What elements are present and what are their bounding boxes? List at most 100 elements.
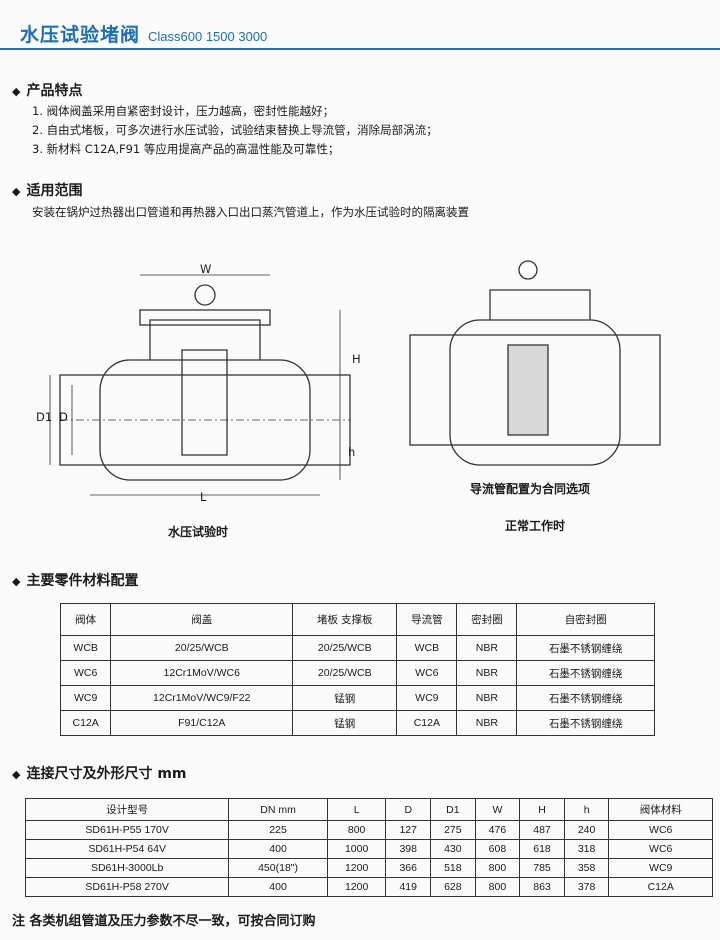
table-cell: 锰钢 bbox=[292, 710, 398, 736]
table-cell: 石墨不锈钢缠绕 bbox=[516, 710, 655, 736]
dim-d1-label: D1 bbox=[36, 410, 53, 424]
diamond-icon: ◆ bbox=[12, 575, 21, 588]
table-cell: NBR bbox=[456, 635, 518, 661]
table-cell: 1200 bbox=[326, 858, 387, 878]
dim-l-label: L bbox=[200, 490, 207, 504]
table-cell: C12A bbox=[608, 877, 713, 897]
table-cell: 导流管 bbox=[396, 603, 458, 636]
table-cell: WC6 bbox=[396, 660, 458, 686]
table-cell: 800 bbox=[326, 820, 387, 840]
table-cell: 阀盖 bbox=[110, 603, 294, 636]
table-cell: D1 bbox=[430, 798, 476, 821]
table-cell: NBR bbox=[456, 660, 518, 686]
scope-text: 安装在锅炉过热器出口管道和再热器入口出口蒸汽管道上，作为水压试验时的隔离装置 bbox=[32, 205, 469, 219]
table-cell: WC9 bbox=[59, 685, 112, 711]
table-cell: 20/25/WCB bbox=[292, 660, 398, 686]
table-cell: DN mm bbox=[228, 798, 328, 821]
table-cell: WC6 bbox=[608, 820, 713, 840]
table-cell: 阀体材料 bbox=[608, 798, 713, 821]
table-cell: 863 bbox=[519, 877, 565, 897]
table-cell: 225 bbox=[228, 820, 328, 840]
table-cell: 400 bbox=[228, 839, 328, 859]
table-cell: 366 bbox=[385, 858, 432, 878]
table-cell: NBR bbox=[456, 710, 518, 736]
table-cell: F91/C12A bbox=[110, 710, 294, 736]
table-cell: 476 bbox=[474, 820, 521, 840]
table-cell: WC6 bbox=[608, 839, 713, 859]
table-cell: WC9 bbox=[396, 685, 458, 711]
guide-tube-note: 导流管配置为合同选项 bbox=[470, 482, 591, 496]
features-heading: ◆产品特点 bbox=[12, 83, 83, 99]
table-cell: 1200 bbox=[326, 877, 387, 897]
table-cell: SD61H-P54 64V bbox=[24, 839, 230, 859]
table-cell: D bbox=[385, 798, 432, 821]
table-cell: H bbox=[519, 798, 565, 821]
normal-state-valve-drawing bbox=[409, 260, 661, 466]
table-cell: 628 bbox=[430, 877, 476, 897]
table-cell: SD61H-P58 270V bbox=[24, 877, 230, 897]
table-cell: 487 bbox=[519, 820, 565, 840]
dim-small-h-label: h bbox=[348, 445, 356, 459]
valve-drawings bbox=[49, 260, 661, 496]
feature-item: 1. 阀体阀盖采用自紧密封设计，压力越高，密封性能越好； bbox=[32, 104, 335, 118]
table-cell: 石墨不锈钢缠绕 bbox=[516, 660, 655, 686]
diamond-icon: ◆ bbox=[12, 85, 21, 98]
table-cell: 275 bbox=[430, 820, 476, 840]
table-cell: 318 bbox=[563, 839, 610, 859]
table-cell: 800 bbox=[474, 877, 521, 897]
table-cell: C12A bbox=[396, 710, 458, 736]
footnote: 注 各类机组管道及压力参数不尽一致，可按合同订购 bbox=[12, 914, 316, 929]
dim-w-label: W bbox=[200, 262, 212, 276]
table-cell: 398 bbox=[385, 839, 432, 859]
table-cell: WCB bbox=[59, 635, 112, 661]
table-cell: 608 bbox=[474, 839, 521, 859]
table-cell: 1000 bbox=[326, 839, 387, 859]
table-cell: 20/25/WCB bbox=[292, 635, 398, 661]
dim-h-label: H bbox=[352, 352, 361, 366]
table-cell: 518 bbox=[430, 858, 476, 878]
table-cell: 石墨不锈钢缠绕 bbox=[516, 685, 655, 711]
table-cell: 锰钢 bbox=[292, 685, 398, 711]
table-cell: 800 bbox=[474, 858, 521, 878]
table-cell: h bbox=[563, 798, 610, 821]
dimensions-heading: ◆连接尺寸及外形尺寸 mm bbox=[12, 766, 187, 782]
test-state-caption: 水压试验时 bbox=[168, 525, 229, 539]
table-cell: 430 bbox=[430, 839, 476, 859]
feature-item: 2. 自由式堵板，可多次进行水压试验，试验结束替换上导流管，消除局部涡流； bbox=[32, 123, 438, 137]
table-cell: NBR bbox=[456, 685, 518, 711]
table-cell: 设计型号 bbox=[24, 798, 230, 821]
title-rule bbox=[0, 48, 720, 50]
table-cell: 12Cr1MoV/WC6 bbox=[110, 660, 294, 686]
table-cell: W bbox=[474, 798, 521, 821]
table-cell: 12Cr1MoV/WC9/F22 bbox=[110, 685, 294, 711]
table-cell: SD61H-3000Lb bbox=[24, 858, 230, 878]
table-cell: L bbox=[326, 798, 387, 821]
test-state-valve-drawing bbox=[49, 274, 351, 496]
class-ratings: Class600 1500 3000 bbox=[148, 29, 268, 44]
table-cell: 785 bbox=[519, 858, 565, 878]
table-cell: 127 bbox=[385, 820, 432, 840]
table-cell: WCB bbox=[396, 635, 458, 661]
table-cell: 240 bbox=[563, 820, 610, 840]
feature-item: 3. 新材料 C12A,F91 等应用提高产品的高温性能及可靠性； bbox=[32, 142, 340, 156]
table-cell: 自密封圈 bbox=[516, 603, 655, 636]
table-cell: 419 bbox=[385, 877, 432, 897]
table-cell: 石墨不锈钢缠绕 bbox=[516, 635, 655, 661]
table-cell: WC6 bbox=[59, 660, 112, 686]
table-header-row: 阀体阀盖堵板 支撑板导流管密封圈自密封圈 bbox=[59, 603, 655, 636]
table-cell: C12A bbox=[59, 710, 112, 736]
scope-heading: ◆适用范围 bbox=[12, 183, 83, 199]
table-cell: SD61H-P55 170V bbox=[24, 820, 230, 840]
diamond-icon: ◆ bbox=[12, 768, 21, 781]
